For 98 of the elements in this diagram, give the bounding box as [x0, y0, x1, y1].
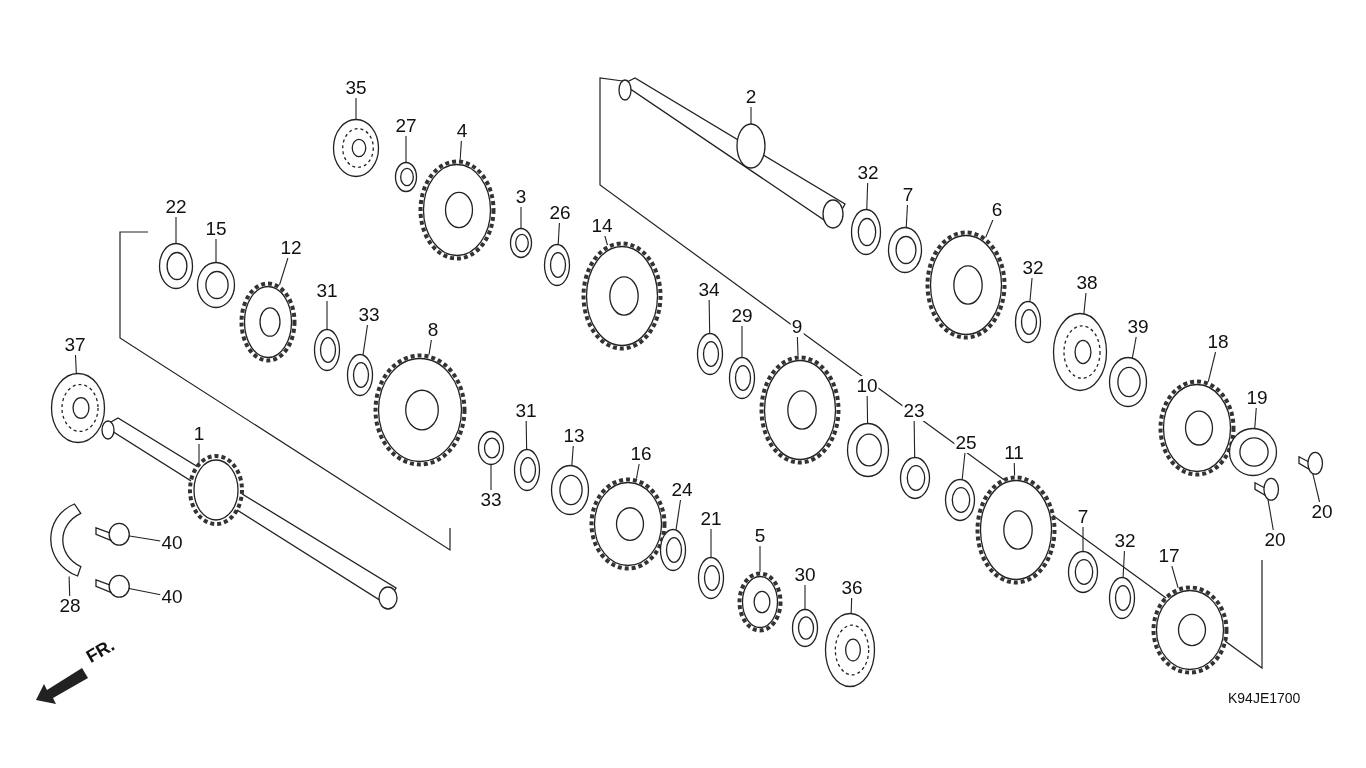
leader-line	[635, 463, 640, 480]
leader-line	[804, 584, 806, 611]
washer-ring	[313, 328, 341, 372]
bracket	[52, 502, 84, 578]
leader-line	[520, 206, 522, 230]
bolt	[94, 520, 130, 546]
washer-ring	[1228, 427, 1278, 477]
leader-line	[326, 300, 328, 331]
leader-line	[428, 339, 432, 356]
gear	[580, 240, 664, 352]
drawing-code: K94JE1700	[1228, 690, 1301, 706]
leader-line	[175, 216, 177, 245]
leader-line	[1171, 565, 1179, 589]
washer-ring	[394, 161, 418, 193]
callout-number: 23	[902, 401, 926, 421]
washer-ring	[196, 261, 236, 309]
leader-line	[355, 97, 357, 121]
leader-line	[710, 528, 712, 559]
leader-line	[1131, 336, 1137, 359]
leader-line	[1207, 351, 1217, 383]
washer-ring	[944, 478, 976, 522]
washer-ring	[158, 242, 194, 290]
leader-line	[1013, 462, 1016, 477]
leader-line	[215, 238, 217, 264]
callout-number: 6	[990, 200, 1004, 220]
ball-bearing	[824, 612, 876, 688]
leader-line	[759, 545, 761, 573]
leader-line	[1082, 526, 1084, 553]
leader-line	[913, 420, 916, 459]
callout-number: 14	[590, 216, 614, 236]
washer-ring	[1014, 300, 1042, 344]
gear	[1150, 584, 1230, 676]
leader-line	[557, 222, 560, 246]
gear	[758, 354, 842, 466]
washer-ring	[887, 226, 923, 274]
bolt	[1253, 475, 1279, 501]
washer-ring	[899, 456, 931, 500]
washer-ring	[850, 208, 882, 256]
bolt	[1297, 449, 1323, 475]
washer-ring	[1108, 576, 1136, 620]
gear	[588, 476, 668, 572]
gear	[417, 158, 497, 262]
leader-line	[74, 354, 77, 375]
washer-ring	[543, 243, 571, 287]
leader-line	[905, 204, 908, 229]
ball-bearing	[332, 118, 380, 178]
washer-ring	[477, 430, 505, 466]
washer-ring	[346, 353, 374, 397]
gear	[372, 352, 468, 468]
callout-number: 12	[279, 238, 303, 258]
fr-label: FR.	[82, 634, 119, 668]
ball-bearing	[50, 372, 106, 444]
washer-ring	[659, 528, 687, 572]
ball-bearing	[1052, 312, 1108, 392]
washer-ring	[1108, 356, 1148, 408]
leader-line	[866, 182, 869, 211]
gear	[974, 474, 1058, 586]
leader-line	[1254, 407, 1257, 430]
callout-number: 25	[954, 433, 978, 453]
leader-line	[604, 235, 608, 246]
leader-line	[1267, 498, 1274, 531]
leader-line	[362, 324, 369, 356]
leader-line	[459, 140, 462, 161]
washer-ring	[697, 556, 725, 600]
leader-line	[1122, 550, 1125, 579]
callout-number: 17	[1157, 546, 1181, 566]
leader-line	[675, 499, 682, 531]
gear	[736, 570, 784, 634]
gear	[924, 229, 1008, 341]
callout-number: 18	[1206, 332, 1230, 352]
washer-ring	[846, 422, 890, 478]
leader-line	[68, 575, 71, 597]
leader-line	[961, 452, 966, 481]
leader-line	[985, 219, 994, 238]
leader-line	[278, 257, 289, 286]
bolt	[94, 572, 130, 598]
leader-line	[1029, 277, 1033, 303]
shaft	[615, 76, 847, 230]
washer-ring	[728, 356, 756, 400]
callout-number: 9	[790, 317, 804, 337]
gear	[238, 280, 298, 364]
leader-line	[405, 135, 407, 164]
leader-line	[796, 336, 799, 357]
gear	[1157, 378, 1237, 478]
leader-line	[1312, 472, 1321, 503]
leader-line	[525, 420, 528, 451]
leader-line	[866, 395, 869, 425]
leader-line	[708, 299, 711, 335]
leader-line	[741, 325, 743, 359]
leader-line	[1083, 292, 1087, 315]
leader-line	[490, 463, 492, 491]
washer-ring	[550, 464, 590, 516]
washer-ring	[513, 448, 541, 492]
washer-ring	[1067, 550, 1099, 594]
washer-ring	[696, 332, 724, 376]
washer-ring	[791, 608, 819, 648]
leader-line	[571, 445, 574, 467]
washer-ring	[509, 227, 533, 259]
